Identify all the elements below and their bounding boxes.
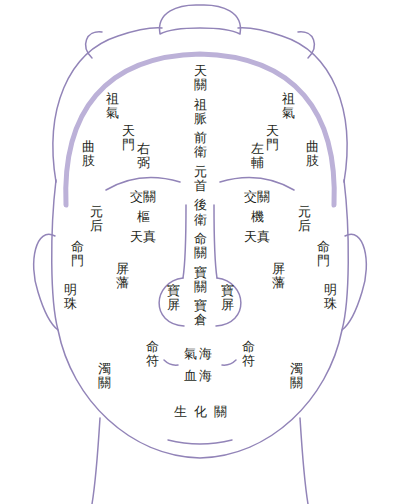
face-region-label: 祖脈 xyxy=(194,98,207,127)
nose-bridge xyxy=(183,205,186,278)
face-region-label: 命符 xyxy=(242,340,255,369)
face-region-label: 天門 xyxy=(122,124,135,153)
face-region-label: 濁關 xyxy=(98,362,111,391)
face-region-label: 命符 xyxy=(146,340,159,369)
mouth-corner xyxy=(164,360,178,365)
face-region-label: 血海 xyxy=(182,369,214,383)
face-region-label: 天門 xyxy=(266,124,279,153)
face-region-label: 祖氣 xyxy=(282,92,295,121)
face-region-label: 交關 xyxy=(130,190,156,204)
face-region-label: 天關 xyxy=(194,64,207,93)
face-region-label: 命關 xyxy=(194,232,207,261)
face-region-label: 屏藩 xyxy=(116,262,129,291)
face-region-label: 生化關 xyxy=(167,405,234,419)
hair-curl xyxy=(86,32,102,58)
face-region-label: 交關 xyxy=(244,190,270,204)
nose-wing xyxy=(159,278,184,326)
face-region-label: 曲肢 xyxy=(82,140,95,169)
face-region-label: 寶屏 xyxy=(221,284,234,313)
face-region-label: 命門 xyxy=(317,240,330,269)
chin-line xyxy=(168,440,232,444)
face-region-label: 後衛 xyxy=(194,198,207,227)
face-region-label: 寶屏 xyxy=(167,284,180,313)
hairline-band xyxy=(66,54,335,205)
nose-bridge xyxy=(214,205,217,278)
face-region-label: 右弼 xyxy=(137,142,150,171)
face-region-label: 寶倉 xyxy=(194,299,207,328)
face-region-label: 明珠 xyxy=(64,283,77,312)
nose-wing xyxy=(216,278,241,326)
eyebrow xyxy=(220,178,294,191)
hair-curl xyxy=(298,32,314,58)
face-region-label: 寶關 xyxy=(194,266,207,295)
face-region-label: 天真 xyxy=(244,230,270,244)
face-region-label: 樞 xyxy=(137,210,150,224)
neck-line xyxy=(300,418,308,504)
ear xyxy=(342,234,366,330)
eyebrow xyxy=(106,178,180,191)
face-region-label: 天真 xyxy=(130,230,156,244)
ear xyxy=(34,234,58,330)
face-outline xyxy=(52,180,349,458)
face-region-label: 祖氣 xyxy=(106,92,119,121)
hair-bun xyxy=(160,5,241,34)
face-region-label: 明珠 xyxy=(324,283,337,312)
face-region-label: 前衛 xyxy=(194,131,207,160)
face-region-label: 氣海 xyxy=(182,347,214,361)
mouth-corner xyxy=(222,360,236,365)
face-region-label: 濁關 xyxy=(290,362,303,391)
face-region-label: 元首 xyxy=(194,165,207,194)
face-region-label: 機 xyxy=(251,210,264,224)
face-region-label: 元后 xyxy=(90,205,103,234)
neck-line xyxy=(92,418,100,504)
face-region-label: 命門 xyxy=(71,240,84,269)
face-region-label: 曲肢 xyxy=(306,140,319,169)
face-region-label: 元后 xyxy=(298,205,311,234)
face-region-label: 左輔 xyxy=(251,142,264,171)
face-region-label: 屏藩 xyxy=(272,262,285,291)
